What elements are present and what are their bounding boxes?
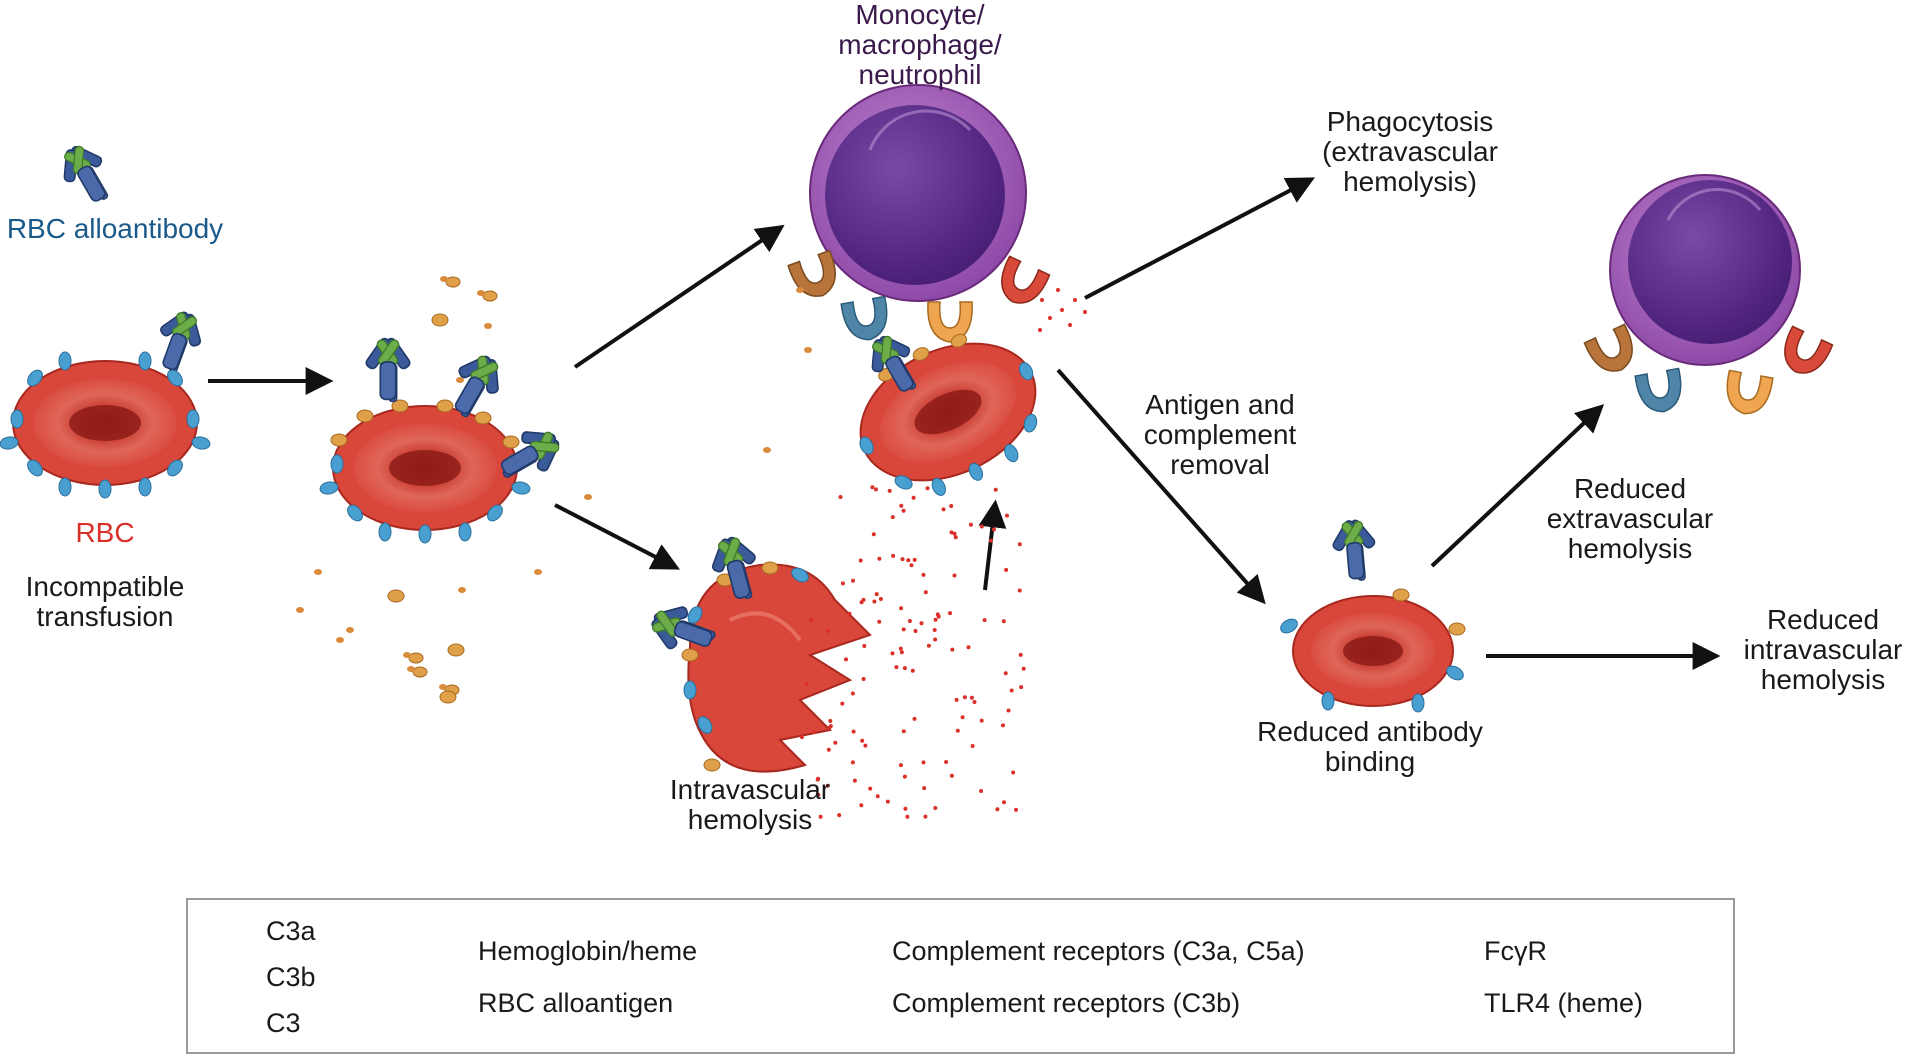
free-antibody-1 [50,135,122,213]
legend-hemoglobin: Hemoglobin/heme [478,936,698,966]
rbc-1 [0,351,212,499]
heme-dots-2 [799,485,1026,819]
legend-tlr4: TLR4 (heme) [1484,988,1644,1018]
reduced-extravascular-label: Reduced extravascular hemolysis [1546,473,1714,564]
reduced-intravascular-label: Reduced intravascular hemolysis [1743,604,1903,695]
monocyte-cell [787,84,1051,345]
monocyte-label: Monocyte/ macrophage/ neutrophil [838,0,1002,90]
arrow-to-removal [1056,368,1266,605]
bound-antibody-1 [363,336,413,403]
antibody-label: RBC alloantibody [6,213,224,244]
free-antibody-2 [146,303,211,379]
legend-fcyr: FcγR [1484,936,1547,966]
reduced-antibody [1328,516,1381,584]
heme-dots-1 [1038,288,1087,332]
intravascular-hemolysis-label: Intravascular hemolysis [669,774,831,835]
arrow-to-phagocytosis [1084,177,1315,300]
legend [186,898,1735,1054]
lysed-rbc [681,561,872,773]
reduced-binding-label: Reduced antibody binding [1257,716,1483,777]
arrow-to-intravascular [554,503,680,570]
legend-c3b: C3b [266,962,316,992]
monocyte-cell-2 [1583,174,1834,419]
rbc-4 [1277,588,1467,713]
rbc-2 [318,399,532,544]
monocyte-complement-scatter [763,287,812,453]
legend-c3a: C3a [266,916,316,946]
arrow-up-heme [978,499,1007,591]
legend-complement-c3a-c5a: Complement receptors (C3a, C5a) [892,936,1305,966]
incompatible-transfusion-label: Incompatible transfusion [25,571,185,632]
legend-alloantigen: RBC alloantigen [478,988,674,1018]
arrow-to-reduced-extra [1430,404,1605,568]
legend-c3: C3 [266,1008,301,1038]
legend-complement-c3b: Complement receptors (C3b) [892,988,1241,1018]
arrow-to-monocyte [573,224,785,369]
antigen-removal-label: Antigen and complement removal [1143,389,1297,480]
phagocytosis-label: Phagocytosis (extravascular hemolysis) [1322,106,1498,197]
rbc-label: RBC [75,517,135,548]
